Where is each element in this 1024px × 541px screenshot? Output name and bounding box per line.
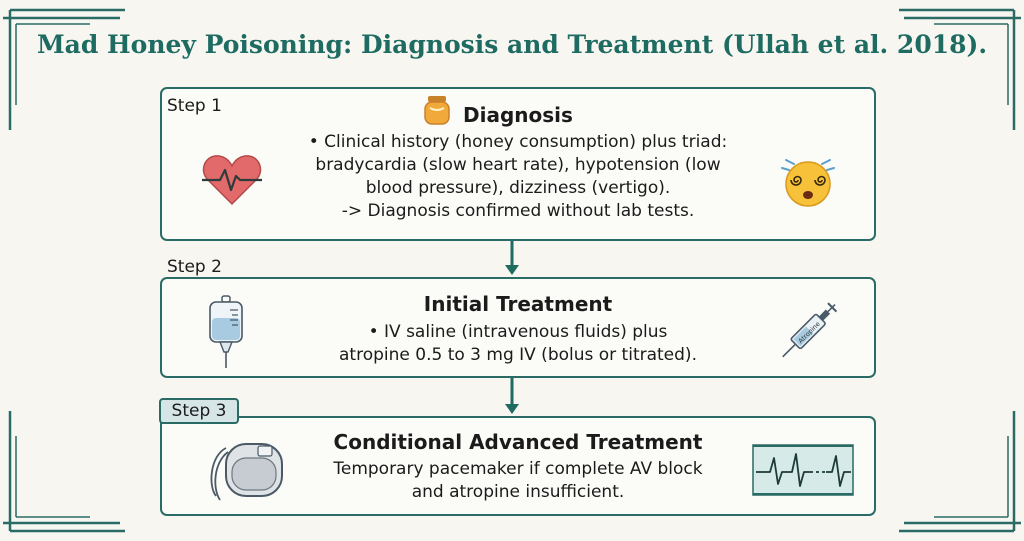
dizzy-face-icon [781, 159, 835, 207]
step-1-box: Diagnosis • Clinical history (honey cons… [160, 87, 876, 241]
corner-ornament-top-left [3, 8, 125, 130]
step-2-heading: Initial Treatment [423, 292, 613, 316]
step-3-label: Step 3 [159, 398, 239, 424]
arrow-step1-to-step2 [505, 241, 519, 275]
step-2-box: Initial Treatment • IV saline (intraveno… [160, 277, 876, 378]
corner-ornament-top-right [899, 8, 1021, 130]
diagram-title: Mad Honey Poisoning: Diagnosis and Treat… [36, 30, 988, 59]
step-1-body: • Clinical history (honey consumption) p… [162, 131, 874, 223]
arrow-step2-to-step3 [505, 378, 519, 414]
step-2-line: atropine 0.5 to 3 mg IV (bolus or titrat… [339, 345, 697, 365]
corner-ornament-bottom-left [3, 411, 125, 533]
step-3-line: and atropine insufficient. [411, 482, 625, 502]
step-3-line: Temporary pacemaker if complete AV block [333, 459, 703, 479]
honey-jar-icon [424, 96, 450, 125]
step-1-label: Step 1 [167, 96, 222, 116]
step-2-body: • IV saline (intravenous fluids) plus at… [162, 321, 874, 367]
heart-ecg-icon [202, 155, 262, 206]
step-3-heading: Conditional Advanced Treatment [333, 430, 703, 454]
step-1-heading: Diagnosis [463, 103, 573, 127]
step-1-line: -> Diagnosis confirmed without lab tests… [341, 201, 695, 221]
step-2-line: • IV saline (intravenous fluids) plus [368, 322, 668, 342]
iv-bag-icon [209, 295, 243, 368]
step-2-label: Step 2 [167, 257, 222, 277]
syringe-icon: Atropine [782, 302, 838, 358]
corner-ornament-bottom-right [899, 411, 1021, 533]
step-3-body: Temporary pacemaker if complete AV block… [162, 458, 874, 504]
pacemaker-icon [210, 443, 283, 501]
step-1-line: bradycardia (slow heart rate), hypotensi… [315, 155, 721, 175]
step-1-line: • Clinical history (honey consumption) p… [308, 132, 728, 152]
step-1-line: blood pressure), dizziness (vertigo). [365, 178, 671, 198]
ecg-monitor-icon [752, 444, 854, 496]
